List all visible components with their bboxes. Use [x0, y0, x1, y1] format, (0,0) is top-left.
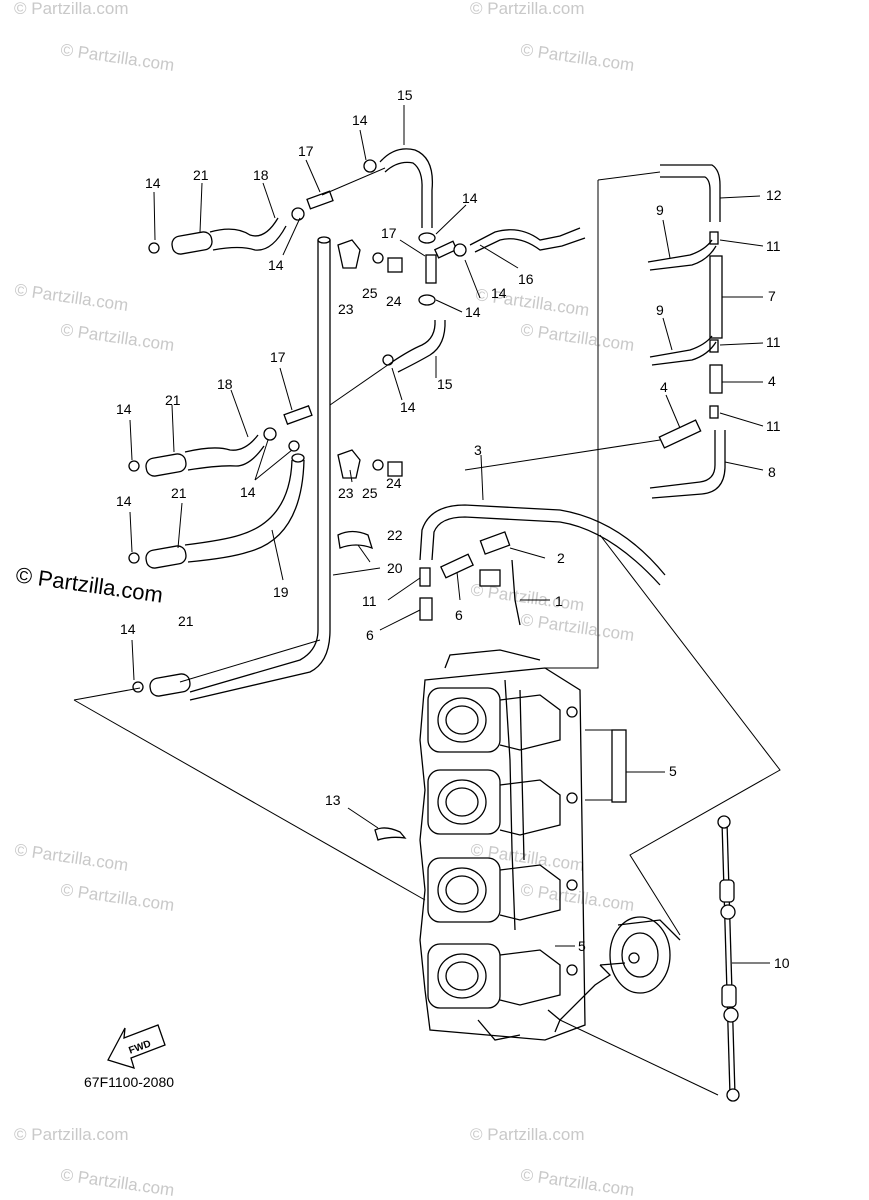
clip-13	[374, 827, 407, 841]
callout-4: 4	[768, 373, 776, 389]
callout-22: 22	[387, 527, 403, 543]
callout-3: 3	[474, 442, 482, 458]
callout-16: 16	[518, 271, 534, 287]
watermark: © Partzilla.com	[59, 880, 175, 915]
callout-14: 14	[400, 399, 416, 415]
callout-23: 23	[338, 301, 354, 317]
linkage-rod	[717, 815, 740, 1102]
callout-9: 9	[656, 202, 664, 218]
watermark: © Partzilla.com	[519, 1165, 635, 1200]
callout-15: 15	[397, 87, 413, 103]
callout-20: 20	[387, 560, 403, 576]
callout-21: 21	[165, 392, 181, 408]
callout-5: 5	[669, 763, 677, 779]
callout-11: 11	[362, 593, 377, 609]
callout-14: 14	[120, 621, 136, 637]
callout-14: 14	[116, 401, 132, 417]
callout-13: 13	[325, 792, 341, 808]
callout-15: 15	[437, 376, 453, 392]
callout-4: 4	[660, 379, 668, 395]
watermark: © Partzilla.com	[519, 610, 635, 645]
callout-14: 14	[145, 175, 161, 191]
fwd-arrow-icon: FWD	[107, 1024, 166, 1069]
hose-group-right	[611, 164, 726, 803]
callout-24: 24	[386, 293, 402, 309]
watermark: © Partzilla.com	[13, 840, 129, 875]
callout-14: 14	[491, 285, 507, 301]
hose-3	[419, 504, 666, 586]
callout-14: 14	[462, 190, 478, 206]
callout-25: 25	[362, 485, 378, 501]
watermark: © Partzilla.com	[59, 40, 175, 75]
callout-8: 8	[768, 464, 776, 480]
callout-17: 17	[270, 349, 286, 365]
callout-14: 14	[352, 112, 368, 128]
callout-21: 21	[171, 485, 187, 501]
callout-1: 1	[555, 593, 563, 609]
callout-10: 10	[774, 955, 790, 971]
callout-18: 18	[217, 376, 233, 392]
watermark: © Partzilla.com	[470, 0, 585, 18]
callout-18: 18	[253, 167, 269, 183]
callout-9: 9	[656, 302, 664, 318]
callout-19: 19	[273, 584, 289, 600]
diagram-code: 67F1100-2080	[84, 1074, 174, 1090]
callout-6: 6	[455, 607, 463, 623]
callout-11: 11	[766, 238, 781, 254]
callout-leaders	[129, 105, 770, 964]
callout-labels: 15 14 17 14 21 18 14 14 17 16 14 23 25 2…	[116, 87, 790, 971]
enrichener-unit	[559, 916, 681, 1021]
callout-23: 23	[338, 485, 354, 501]
callout-12: 12	[766, 187, 782, 203]
callout-17: 17	[381, 225, 397, 241]
watermark-prominent: © Partzilla.com	[14, 562, 164, 607]
watermark: © Partzilla.com	[470, 1125, 585, 1144]
watermark: © Partzilla.com	[59, 1165, 175, 1200]
callout-7: 7	[768, 288, 776, 304]
callout-25: 25	[362, 285, 378, 301]
callout-14: 14	[465, 304, 481, 320]
reference-lines	[73, 167, 781, 1096]
watermark: © Partzilla.com	[59, 320, 175, 355]
callout-2: 2	[557, 550, 565, 566]
watermark: © Partzilla.com	[13, 280, 129, 315]
callout-11: 11	[766, 418, 781, 434]
callout-5: 5	[578, 938, 586, 954]
watermark: © Partzilla.com	[14, 0, 129, 18]
callout-6: 6	[366, 627, 374, 643]
watermark: © Partzilla.com	[519, 320, 635, 355]
watermark: © Partzilla.com	[14, 1125, 129, 1144]
callout-21: 21	[178, 613, 194, 629]
carburetor-assembly	[419, 649, 586, 1041]
watermark: © Partzilla.com	[519, 40, 635, 75]
hose-20	[189, 236, 331, 701]
callout-24: 24	[386, 475, 402, 491]
callout-17: 17	[298, 143, 314, 159]
callout-14: 14	[116, 493, 132, 509]
callout-14: 14	[240, 484, 256, 500]
callout-11: 11	[766, 334, 781, 350]
callout-14: 14	[268, 257, 284, 273]
hose-group-upper	[128, 148, 586, 697]
callout-21: 21	[193, 167, 209, 183]
